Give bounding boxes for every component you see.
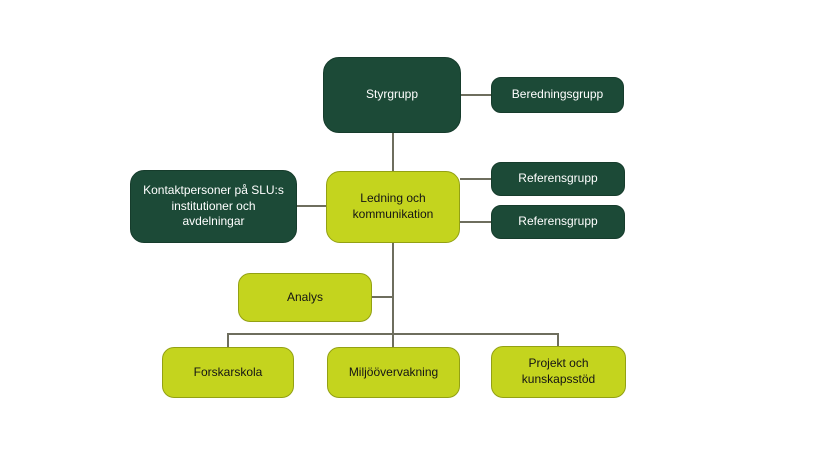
connector-drop-projekt — [557, 333, 559, 346]
node-kontaktpersoner: Kontaktpersoner på SLU:s institutioner o… — [130, 170, 297, 243]
node-beredningsgrupp: Beredningsgrupp — [491, 77, 624, 113]
node-referensgrupp-2: Referensgrupp — [491, 205, 625, 239]
node-analys: Analys — [238, 273, 372, 322]
connector-ledning-referensgrupp2 — [460, 221, 491, 223]
connector-analys-stem — [372, 296, 392, 298]
node-referensgrupp-1: Referensgrupp — [491, 162, 625, 196]
node-analys-label: Analys — [286, 289, 324, 304]
node-kontaktpersoner-label: Kontaktpersoner på SLU:s institutioner o… — [143, 183, 284, 229]
connector-styrgrupp-beredningsgrupp — [461, 94, 491, 96]
node-forskarskola: Forskarskola — [162, 347, 294, 398]
connector-drop-forskarskola — [227, 333, 229, 347]
node-ledning-och-kommunikation: Ledning och kommunikation — [326, 171, 460, 243]
connector-kontaktpersoner-ledning — [297, 205, 326, 207]
node-projekt-och-kunskapsstod: Projekt och kunskapsstöd — [491, 346, 626, 398]
node-ledning-label: Ledning och kommunikation — [352, 191, 434, 221]
connector-styrgrupp-ledning — [392, 133, 394, 171]
node-forskarskola-label: Forskarskola — [193, 364, 263, 379]
node-styrgrupp: Styrgrupp — [323, 57, 461, 133]
node-referensgrupp-2-label: Referensgrupp — [518, 214, 598, 229]
node-miljoovervakning: Miljöövervakning — [327, 347, 460, 398]
connector-ledning-referensgrupp1 — [460, 178, 491, 180]
node-projekt-label: Projekt och kunskapsstöd — [521, 356, 596, 386]
node-beredningsgrupp-label: Beredningsgrupp — [511, 87, 604, 102]
connector-bottom-bus — [227, 333, 559, 335]
node-referensgrupp-1-label: Referensgrupp — [518, 171, 598, 186]
node-styrgrupp-label: Styrgrupp — [365, 87, 419, 102]
connector-ledning-bottom-row — [392, 243, 394, 347]
node-miljoovervakning-label: Miljöövervakning — [348, 364, 439, 379]
